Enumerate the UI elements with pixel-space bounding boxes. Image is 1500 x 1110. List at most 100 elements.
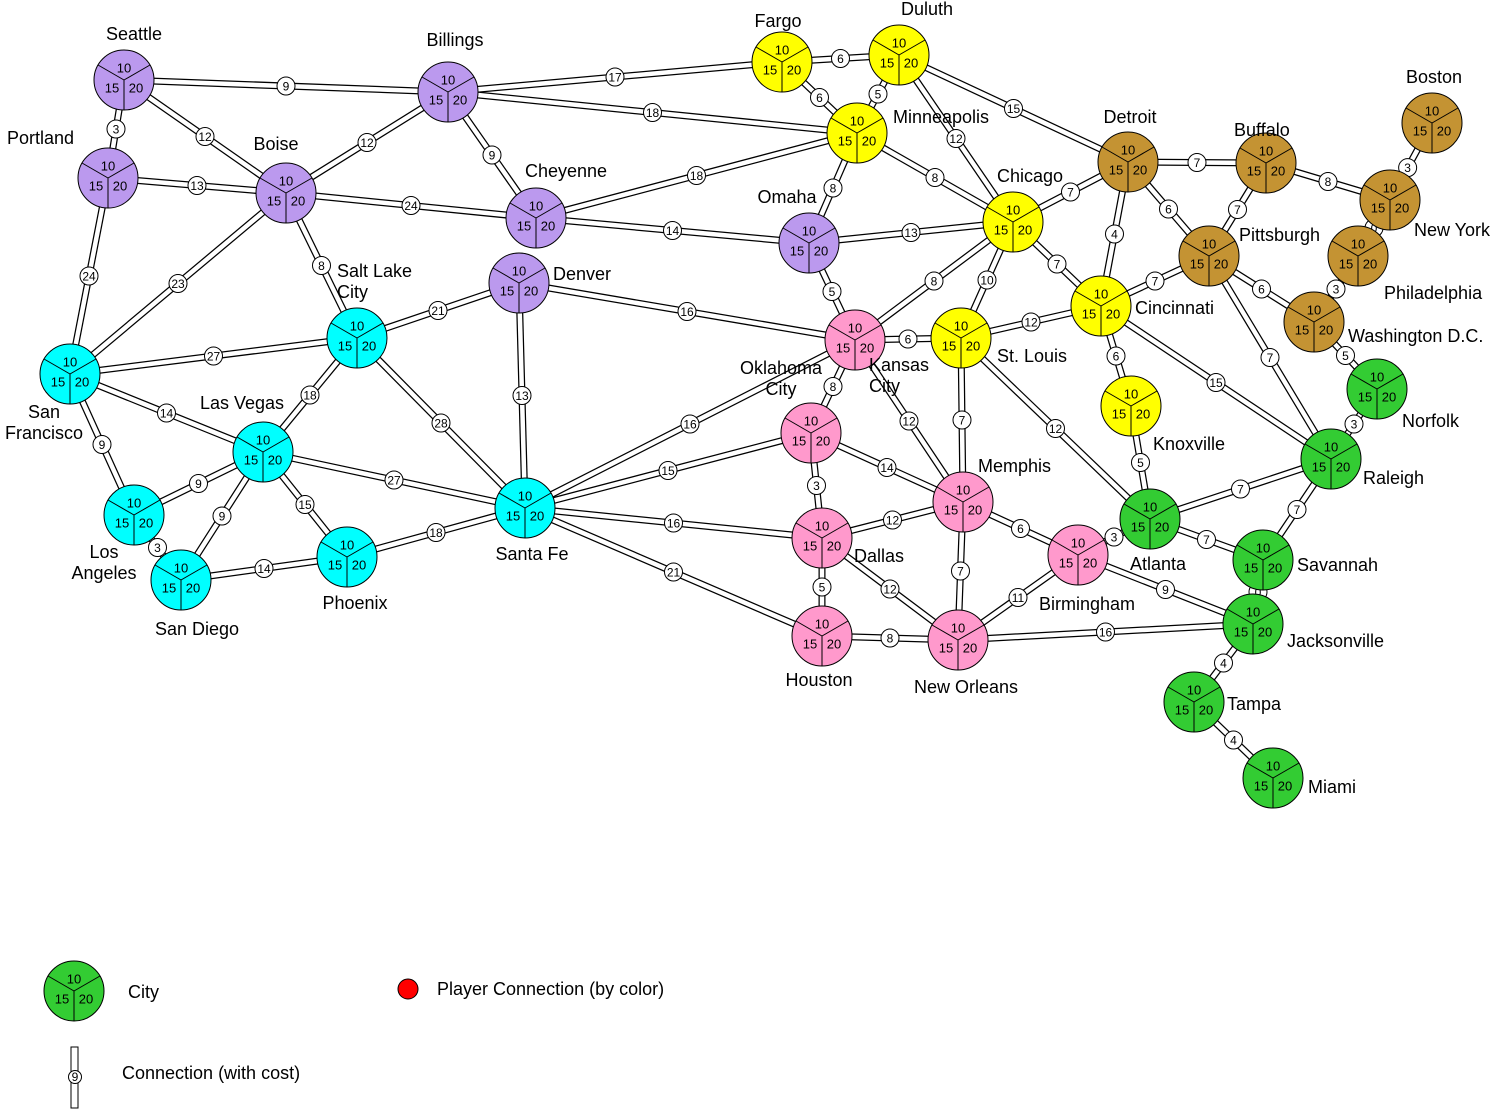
city-slot-15[interactable]: 15 (1312, 460, 1326, 475)
city-slot-10[interactable]: 10 (951, 621, 965, 636)
connection-sanfrancisco-saltlake[interactable]: 27 (69, 334, 358, 378)
city-slot-20[interactable]: 20 (1214, 257, 1228, 272)
connection-duluth-detroit[interactable]: 15 (897, 51, 1130, 166)
city-slot-20[interactable]: 20 (1336, 460, 1350, 475)
city-slot-20[interactable]: 20 (904, 56, 918, 71)
connection-lasvegas-santafe[interactable]: 27 (262, 448, 526, 512)
connection-santafe-kansascity[interactable]: 16 (523, 336, 857, 512)
city-slot-20[interactable]: 20 (1319, 323, 1333, 338)
city-slot-20[interactable]: 20 (1018, 223, 1032, 238)
city-slot-15[interactable]: 15 (1059, 556, 1073, 571)
city-slot-10[interactable]: 10 (804, 414, 818, 429)
city-slot-20[interactable]: 20 (787, 63, 801, 78)
city-slot-15[interactable]: 15 (1112, 407, 1126, 422)
city-slot-10[interactable]: 10 (1246, 605, 1260, 620)
city-slot-20[interactable]: 20 (966, 339, 980, 354)
connection-cheyenne-minneapolis[interactable]: 18 (535, 129, 858, 222)
city-slot-20[interactable]: 20 (1155, 520, 1169, 535)
city-slot-10[interactable]: 10 (350, 319, 364, 334)
city-slot-15[interactable]: 15 (1358, 390, 1372, 405)
connection-chicago-kansascity[interactable]: 8 (852, 219, 1016, 343)
city-slot-20[interactable]: 20 (1382, 390, 1396, 405)
city-slot-20[interactable]: 20 (814, 244, 828, 259)
city-slot-20[interactable]: 20 (186, 581, 200, 596)
city-slot-15[interactable]: 15 (267, 194, 281, 209)
city-slot-15[interactable]: 15 (1413, 124, 1427, 139)
city-slot-20[interactable]: 20 (79, 992, 93, 1007)
connection-santafe-houston[interactable]: 21 (523, 504, 824, 640)
city-slot-15[interactable]: 15 (89, 179, 103, 194)
city-slot-10[interactable]: 10 (1121, 143, 1135, 158)
city-slot-15[interactable]: 15 (1371, 201, 1385, 216)
city-slot-20[interactable]: 20 (1363, 257, 1377, 272)
city-slot-10[interactable]: 10 (127, 496, 141, 511)
city-slot-20[interactable]: 20 (860, 341, 874, 356)
city-slot-20[interactable]: 20 (362, 339, 376, 354)
city-slot-15[interactable]: 15 (792, 434, 806, 449)
city-slot-15[interactable]: 15 (1295, 323, 1309, 338)
city-slot-20[interactable]: 20 (1278, 779, 1292, 794)
city-slot-20[interactable]: 20 (352, 558, 366, 573)
city-slot-20[interactable]: 20 (862, 134, 876, 149)
city-slot-20[interactable]: 20 (541, 219, 555, 234)
city-slot-15[interactable]: 15 (1247, 164, 1261, 179)
city-slot-10[interactable]: 10 (802, 224, 816, 239)
city-slot-10[interactable]: 10 (340, 538, 354, 553)
city-slot-20[interactable]: 20 (530, 509, 544, 524)
city-slot-20[interactable]: 20 (1258, 625, 1272, 640)
city-slot-15[interactable]: 15 (939, 641, 953, 656)
city-slot-10[interactable]: 10 (1307, 303, 1321, 318)
city-slot-15[interactable]: 15 (500, 284, 514, 299)
city-slot-20[interactable]: 20 (1133, 163, 1147, 178)
city-slot-10[interactable]: 10 (1351, 237, 1365, 252)
city-slot-15[interactable]: 15 (517, 219, 531, 234)
city-slot-15[interactable]: 15 (162, 581, 176, 596)
city-slot-15[interactable]: 15 (328, 558, 342, 573)
city-slot-15[interactable]: 15 (429, 93, 443, 108)
city-slot-10[interactable]: 10 (1259, 144, 1273, 159)
city-slot-15[interactable]: 15 (1244, 561, 1258, 576)
city-slot-20[interactable]: 20 (453, 93, 467, 108)
city-slot-20[interactable]: 20 (113, 179, 127, 194)
city-slot-10[interactable]: 10 (1266, 759, 1280, 774)
city-slot-20[interactable]: 20 (1437, 124, 1451, 139)
city-slot-15[interactable]: 15 (1234, 625, 1248, 640)
connection-billings-fargo[interactable]: 17 (447, 58, 783, 96)
city-slot-20[interactable]: 20 (1083, 556, 1097, 571)
city-slot-15[interactable]: 15 (244, 453, 258, 468)
city-slot-15[interactable]: 15 (338, 339, 352, 354)
city-slot-15[interactable]: 15 (763, 63, 777, 78)
city-slot-20[interactable]: 20 (827, 539, 841, 554)
city-slot-15[interactable]: 15 (51, 375, 65, 390)
city-slot-20[interactable]: 20 (1199, 703, 1213, 718)
city-slot-10[interactable]: 10 (775, 43, 789, 58)
city-slot-20[interactable]: 20 (1136, 407, 1150, 422)
city-slot-10[interactable]: 10 (101, 159, 115, 174)
connection-phoenix-santafe[interactable]: 18 (346, 504, 526, 561)
city-slot-10[interactable]: 10 (850, 114, 864, 129)
city-slot-10[interactable]: 10 (1187, 683, 1201, 698)
city-slot-20[interactable]: 20 (1271, 164, 1285, 179)
city-slot-10[interactable]: 10 (892, 36, 906, 51)
city-slot-10[interactable]: 10 (63, 355, 77, 370)
connection-cheyenne-omaha[interactable]: 14 (535, 214, 810, 247)
city-slot-10[interactable]: 10 (117, 61, 131, 76)
city-slot-20[interactable]: 20 (968, 503, 982, 518)
city-slot-15[interactable]: 15 (1254, 779, 1268, 794)
city-slot-20[interactable]: 20 (827, 637, 841, 652)
